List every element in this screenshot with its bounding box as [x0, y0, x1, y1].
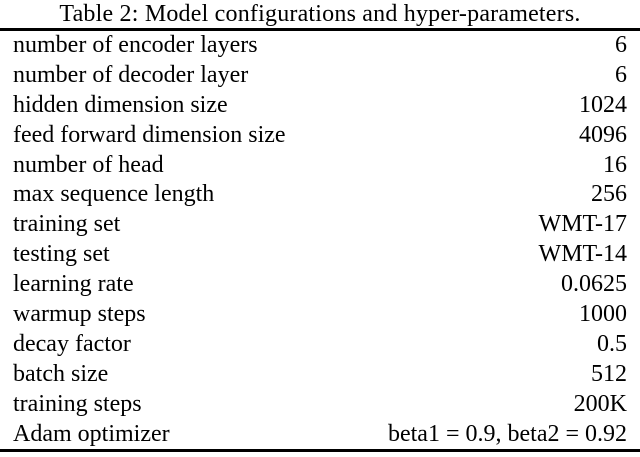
row-label: max sequence length: [13, 181, 215, 208]
table-row: testing set WMT-14: [0, 240, 640, 270]
row-label: Adam optimizer: [13, 420, 170, 447]
table-row: training set WMT-17: [0, 210, 640, 240]
row-label: batch size: [13, 360, 109, 387]
row-value: 256: [591, 181, 627, 208]
table-caption: Table 2: Model configurations and hyper-…: [59, 1, 581, 27]
row-value: 4096: [579, 121, 627, 148]
table-row: batch size 512: [0, 360, 640, 390]
row-label: decay factor: [13, 330, 131, 357]
row-label: number of head: [13, 151, 164, 178]
row-label: training set: [13, 211, 121, 238]
row-label: testing set: [13, 241, 110, 268]
row-label: feed forward dimension size: [13, 121, 286, 148]
table-row: feed forward dimension size 4096: [0, 121, 640, 151]
row-value: 6: [615, 61, 627, 88]
hyperparameter-table: number of encoder layers 6 number of dec…: [0, 28, 640, 453]
table-row: learning rate 0.0625: [0, 270, 640, 300]
table-row: decay factor 0.5: [0, 330, 640, 360]
row-value: 512: [591, 360, 627, 387]
row-value: 16: [603, 151, 627, 178]
row-label: warmup steps: [13, 301, 146, 328]
row-value: beta1 = 0.9, beta2 = 0.92: [387, 420, 627, 447]
row-label: training steps: [13, 390, 142, 417]
row-value: 6: [615, 32, 627, 58]
table-row: number of decoder layer 6: [0, 61, 640, 91]
row-label: number of decoder layer: [13, 61, 249, 88]
row-value: 1024: [579, 91, 627, 118]
row-label: learning rate: [13, 271, 134, 298]
table-row: training steps 200K: [0, 390, 640, 420]
row-value: 0.5: [597, 330, 627, 357]
table-row: warmup steps 1000: [0, 300, 640, 330]
row-label: number of encoder layers: [13, 32, 258, 58]
table-row: hidden dimension size 1024: [0, 91, 640, 121]
row-value: WMT-14: [538, 241, 627, 268]
row-value: WMT-17: [538, 211, 627, 238]
row-value: 1000: [579, 301, 627, 328]
table-row: max sequence length 256: [0, 180, 640, 210]
table-row: number of head 16: [0, 151, 640, 181]
row-value: 200K: [573, 390, 627, 417]
table-row: Adam optimizer beta1 = 0.9, beta2 = 0.92: [0, 420, 640, 450]
row-value: 0.0625: [561, 271, 627, 298]
row-label: hidden dimension size: [13, 91, 228, 118]
table-row: number of encoder layers 6: [0, 31, 640, 61]
